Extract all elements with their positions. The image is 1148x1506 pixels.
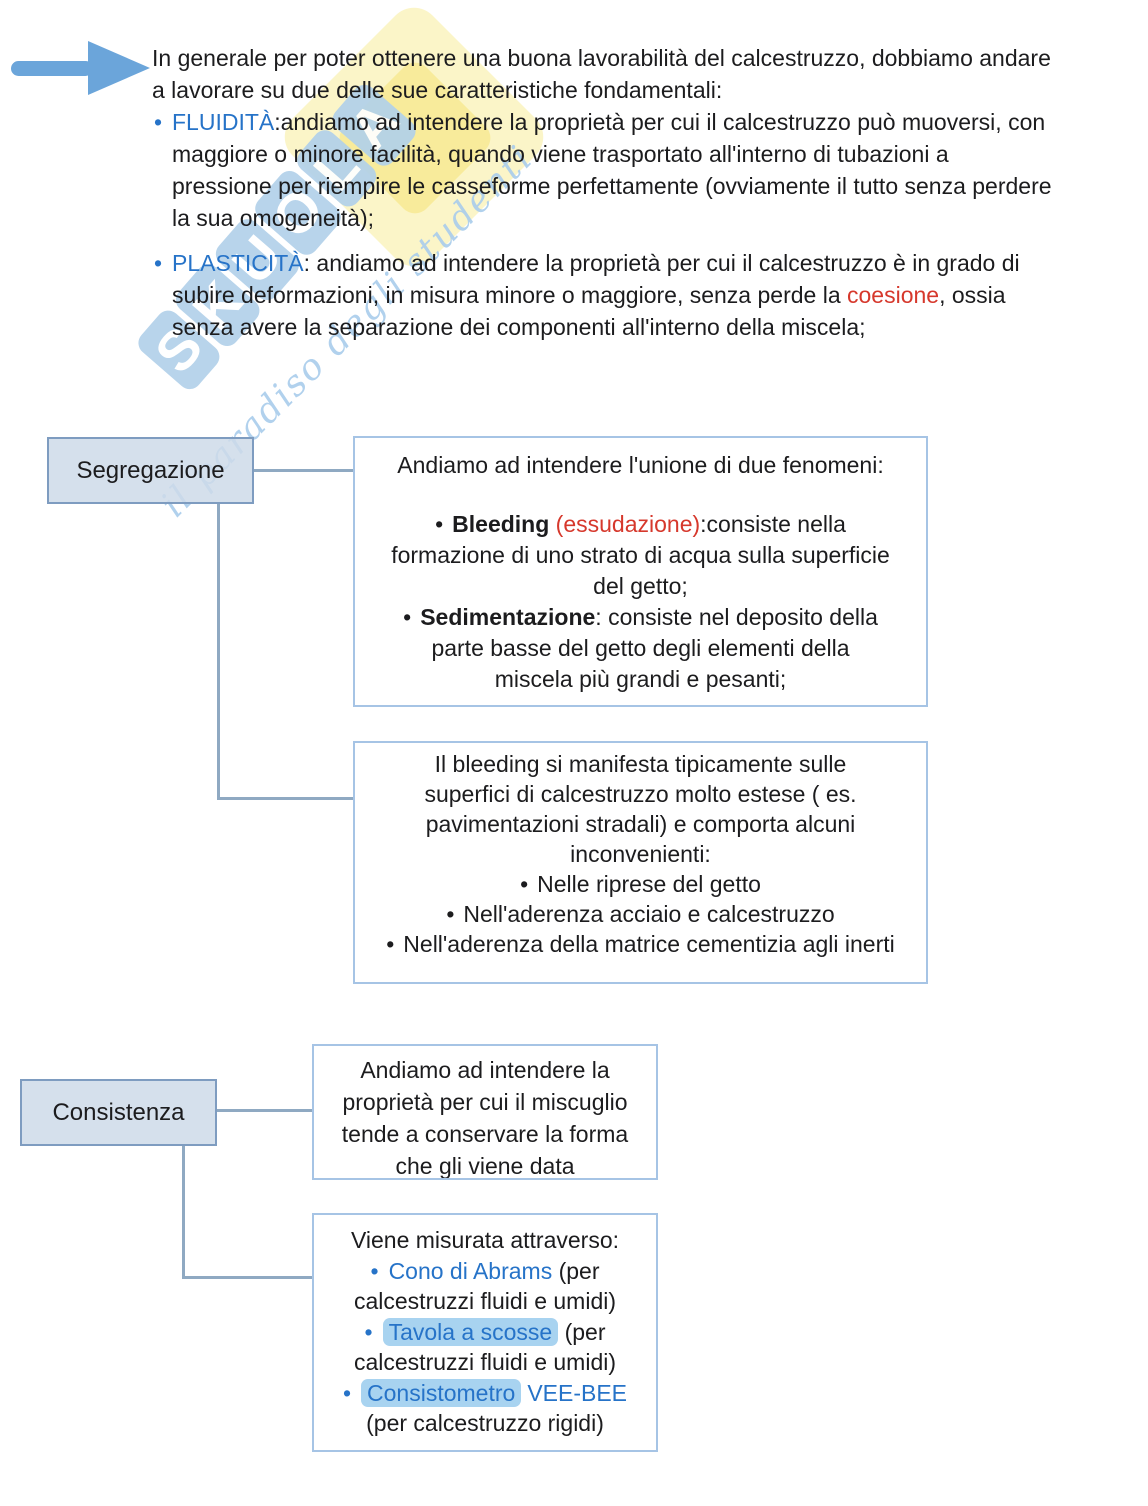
tavola-a-scosse-text: (per calcestruzzi fluidi e umidi) <box>353 1318 617 1376</box>
box2-bullet-1: Nelle riprese del getto <box>368 869 913 899</box>
box2-paragraph: Il bleeding si manifesta tipicamente sul… <box>424 751 857 867</box>
connector-segregazione-box1 <box>254 469 353 472</box>
sedimentazione-text: : consiste nel deposito della parte bass… <box>431 604 878 692</box>
consistometro-term: Consistometro <box>361 1378 522 1407</box>
consistometro-text: (per calcestruzzo rigidi) <box>366 1410 604 1436</box>
consistenza-label: Consistenza <box>52 1098 185 1126</box>
bleeding-bullet: Bleeding (essudazione):consiste nella fo… <box>391 509 891 602</box>
connector-segregazione-box2 <box>217 797 353 800</box>
sedimentazione-bullet: Sedimentazione: consiste nel deposito de… <box>391 602 891 695</box>
cono-di-abrams-term: Cono di Abrams <box>388 1257 553 1284</box>
vee-bee-term: VEE-BEE <box>527 1379 628 1406</box>
connector-segregazione-vertical <box>217 504 220 800</box>
segregazione-label-box: Segregazione <box>47 437 254 504</box>
arrow-right-icon <box>11 41 150 95</box>
plasticita-term: PLASTICITÀ <box>172 250 304 276</box>
sedimentazione-term: Sedimentazione <box>420 604 596 630</box>
cono-di-abrams-item: Cono di Abrams (per calcestruzzi fluidi … <box>325 1256 645 1317</box>
consistenza-definition-box: Andiamo ad intendere la proprietà per cu… <box>312 1044 658 1180</box>
bleeding-effects-box: Il bleeding si manifesta tipicamente sul… <box>353 741 928 984</box>
segregazione-label: Segregazione <box>76 456 225 484</box>
box4-title: Viene misurata attraverso: <box>350 1227 620 1253</box>
box2-bullet-3: Nell'aderenza della matrice cementizia a… <box>368 929 913 959</box>
box1-bullet-list: Bleeding (essudazione):consiste nella fo… <box>391 509 891 695</box>
plasticita-text-after: , ossia senza avere la separazione dei c… <box>172 282 1006 340</box>
box1-title: Andiamo ad intendere l'unione di due fen… <box>397 452 884 478</box>
segregazione-definition-box: Andiamo ad intendere l'unione di due fen… <box>353 436 928 707</box>
tavola-a-scosse-term: Tavola a scosse <box>382 1317 559 1346</box>
fluidita-text: :andiamo ad intendere la proprietà per c… <box>172 109 1052 231</box>
connector-consistenza-box4 <box>182 1276 312 1279</box>
tavola-a-scosse-item: Tavola a scosse (per calcestruzzi fluidi… <box>325 1317 645 1378</box>
connector-consistenza-box3 <box>217 1109 312 1112</box>
consistenza-label-box: Consistenza <box>20 1079 217 1146</box>
fluidita-term: FLUIDITÀ <box>172 109 275 135</box>
coesione-highlighted-word: coesione <box>847 282 940 308</box>
intro-paragraph: In generale per poter ottenere una buona… <box>152 45 1051 103</box>
properties-list: FLUIDITÀ:andiamo ad intendere la proprie… <box>152 106 1052 343</box>
box2-bullet-2: Nell'aderenza acciaio e calcestruzzo <box>368 899 913 929</box>
cono-di-abrams-text: (per calcestruzzi fluidi e umidi) <box>353 1257 617 1315</box>
list-item-fluidita: FLUIDITÀ:andiamo ad intendere la proprie… <box>152 106 1052 234</box>
consistenza-measurement-box: Viene misurata attraverso: Cono di Abram… <box>312 1213 658 1452</box>
list-item-plasticita: PLASTICITÀ: andiamo ad intendere la prop… <box>152 247 1052 343</box>
box3-text: Andiamo ad intendere la proprietà per cu… <box>341 1057 629 1179</box>
bleeding-term: Bleeding <box>452 511 550 537</box>
bleeding-text: :consiste nella formazione di uno strato… <box>391 511 890 599</box>
essudazione-word: (essudazione) <box>549 511 701 537</box>
connector-consistenza-vertical <box>182 1146 185 1279</box>
box2-bullet-list: Nelle riprese del getto Nell'aderenza ac… <box>368 869 913 959</box>
